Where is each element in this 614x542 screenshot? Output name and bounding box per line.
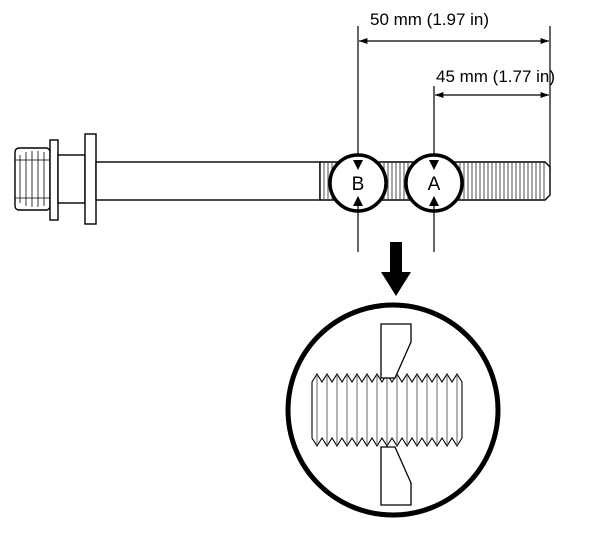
bolt-head [14,147,51,211]
bolt-shank [95,161,321,201]
dimension-label-outer: 50 mm (1.97 in) [370,10,489,29]
gauge-jaw-top [380,323,412,379]
marker-label-b: B [352,174,365,195]
magnified-circle [285,302,501,518]
dimension-inner: 45 mm (1.77 in) [433,67,555,160]
dimension-outer: 50 mm (1.97 in) [357,10,551,172]
thread-inner-lines [316,376,458,444]
bolt-washer [84,133,97,225]
bolt [14,133,551,225]
bolt-neck [57,154,86,204]
marker-a-arrow-top [429,160,439,170]
marker-b-arrow-bottom [353,196,363,206]
bolt-flange-inner [49,139,59,221]
marker-b: B [328,153,388,252]
marker-b-arrow-top [353,160,363,170]
marker-label-a: A [428,174,441,195]
gauge-jaw-bottom [380,446,412,506]
dimension-label-inner: 45 mm (1.77 in) [436,67,555,86]
down-arrow-icon [381,242,411,296]
magnified-view [285,302,501,518]
marker-a: A [404,153,464,252]
marker-a-arrow-bottom [429,196,439,206]
